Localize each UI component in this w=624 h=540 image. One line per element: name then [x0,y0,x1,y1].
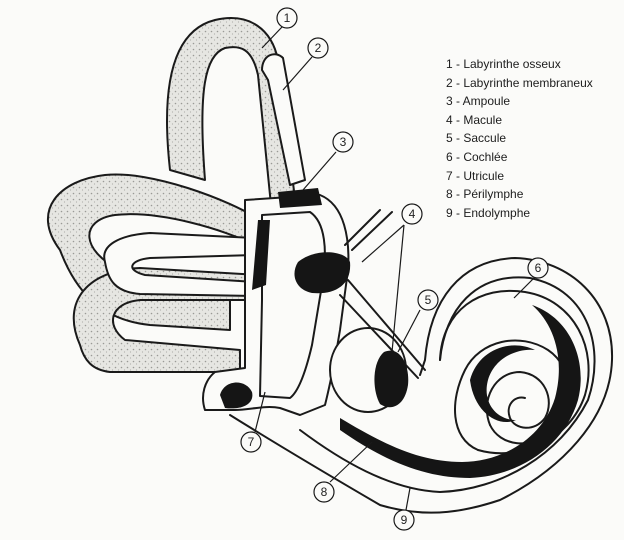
legend-item-7: 7 - Utricule [446,167,593,186]
leader-4a [362,225,404,262]
lateral-canal-membranous [104,233,255,296]
callout-9: 9 [394,510,414,530]
legend-item-5: 5 - Saccule [446,129,593,148]
leader-6 [514,278,534,298]
leader-3 [303,152,336,190]
legend-item-1: 1 - Labyrinthe osseux [446,55,593,74]
svg-text:4: 4 [409,207,416,221]
leader-4b [392,225,404,352]
callout-4: 4 [402,204,422,224]
legend-item-3: 3 - Ampoule [446,92,593,111]
leader-2 [283,57,312,90]
leader-9 [406,488,410,510]
callout-6: 6 [528,258,548,278]
svg-text:1: 1 [284,11,291,25]
legend-item-6: 6 - Cochlée [446,148,593,167]
svg-text:7: 7 [248,435,255,449]
leader-8 [330,442,372,482]
callout-5: 5 [418,290,438,310]
svg-text:5: 5 [425,293,432,307]
svg-text:9: 9 [401,513,408,527]
legend: 1 - Labyrinthe osseux 2 - Labyrinthe mem… [446,55,593,222]
svg-text:6: 6 [535,261,542,275]
callout-3: 3 [333,132,353,152]
duct-line-a [345,210,392,250]
legend-item-2: 2 - Labyrinthe membraneux [446,74,593,93]
callout-1: 1 [277,8,297,28]
legend-item-8: 8 - Périlymphe [446,185,593,204]
callout-7: 7 [241,432,261,452]
callout-2: 2 [308,38,328,58]
callout-8: 8 [314,482,334,502]
legend-item-4: 4 - Macule [446,111,593,130]
svg-text:8: 8 [321,485,328,499]
svg-text:3: 3 [340,135,347,149]
macula-saccule [374,351,408,408]
legend-item-9: 9 - Endolymphe [446,204,593,223]
svg-text:2: 2 [315,41,322,55]
cochlea-spiral-dark [470,345,535,422]
leader-5 [398,310,420,352]
